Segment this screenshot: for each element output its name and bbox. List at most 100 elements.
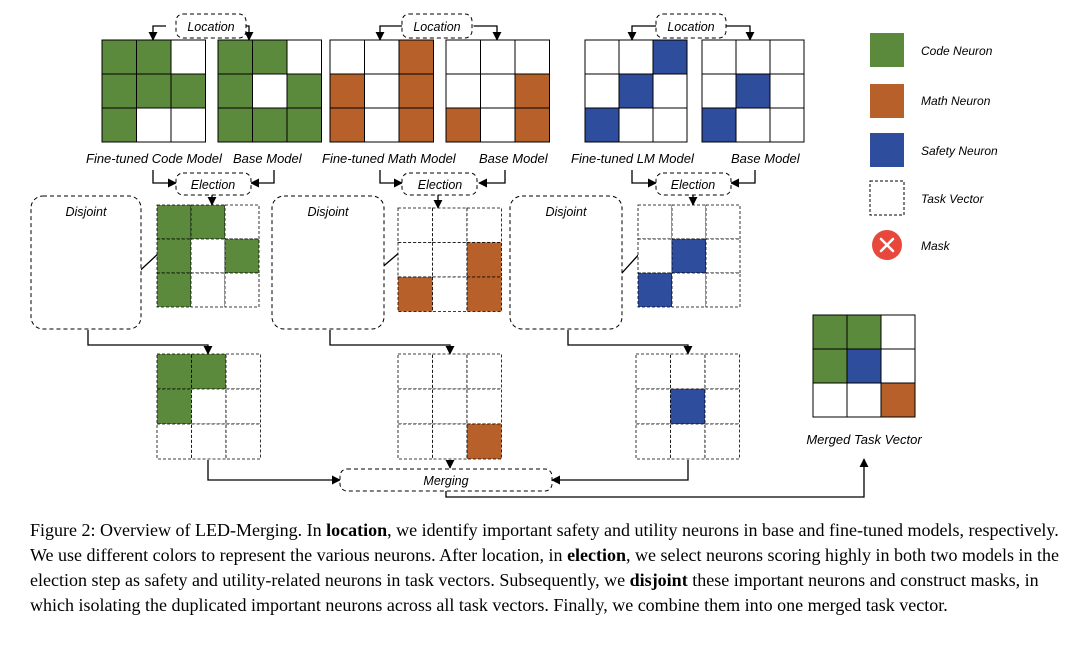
grid-cell-filled	[101, 107, 137, 143]
disjoint-title-code: Disjoint	[66, 205, 108, 219]
grid-cell	[637, 204, 673, 240]
grid-cell	[704, 353, 740, 390]
final-vector-lm	[635, 353, 740, 460]
grid-cell-filled	[329, 73, 365, 109]
grid-cell	[618, 107, 654, 143]
grid-cell	[225, 423, 261, 460]
neuron-grids	[35, 39, 916, 460]
grid-cell-filled	[637, 272, 673, 308]
location-box-code	[175, 13, 247, 39]
grid-cell	[432, 242, 468, 278]
grid-cell	[735, 39, 771, 75]
grid-cell-filled	[584, 107, 620, 143]
location-box-math-label: Location	[413, 20, 460, 34]
grid-cell	[364, 39, 400, 75]
caption-part-3: , we select neurons scoring highly in bo…	[30, 545, 1059, 590]
grid-cell-filled	[466, 242, 502, 278]
grid-cell-filled	[101, 73, 137, 109]
grid-cell-filled	[514, 73, 550, 109]
grid-cell	[190, 238, 226, 274]
grid-cell-filled	[252, 39, 288, 75]
grid-cell-filled	[156, 238, 192, 274]
grid-cell	[704, 423, 740, 460]
grid-cell	[136, 107, 172, 143]
legend-label-math: Math Neuron	[921, 94, 991, 108]
grid-cell	[432, 207, 468, 243]
grid-cell-filled	[735, 73, 771, 109]
caption-part-2: , we identify important safety and utili…	[30, 520, 1059, 565]
election-box-code-label: Election	[191, 178, 236, 192]
grid-cell-filled	[466, 423, 502, 460]
grid-cell	[480, 39, 516, 75]
legend-label-safety: Safety Neuron	[921, 144, 998, 158]
grid-cell	[480, 107, 516, 143]
grid-cell	[769, 107, 805, 143]
grid-cell-filled	[286, 73, 322, 109]
grid-cell	[880, 314, 916, 350]
caption-bold-disjoint: disjoint	[629, 570, 688, 590]
grid-cell-filled	[191, 353, 227, 390]
grid-cell	[880, 348, 916, 384]
grid-cell	[190, 272, 226, 308]
grid-ft-lm-model	[584, 39, 688, 143]
label-ft-math-model: Fine-tuned Math Model	[322, 151, 457, 166]
grid-cell-filled	[398, 39, 434, 75]
grid-cell	[432, 423, 468, 460]
final-vector-math	[397, 353, 502, 460]
grid-cell	[170, 107, 206, 143]
task-vector-math	[397, 207, 502, 312]
grid-cell	[652, 73, 688, 109]
grid-cell	[635, 388, 671, 425]
grid-cell-filled	[136, 39, 172, 75]
grid-cell	[705, 204, 741, 240]
grid-cell	[735, 107, 771, 143]
grid-cell-filled	[217, 73, 253, 109]
grid-cell-filled	[156, 353, 192, 390]
caption-part-1: Figure 2: Overview of LED-Merging. In	[30, 520, 327, 540]
legend-swatch-code	[870, 33, 904, 67]
connector-arrows	[87, 25, 869, 498]
grid-cell-filled	[880, 382, 916, 418]
grid-cell-filled	[156, 388, 192, 425]
legend-swatch-task-vector	[869, 180, 905, 216]
grid-cell	[670, 353, 706, 390]
grid-cell	[397, 353, 433, 390]
grid-ft-math-model	[329, 39, 434, 143]
grid-cell	[224, 204, 260, 240]
caption-bold-location: location	[326, 520, 388, 540]
grid-cell	[170, 39, 206, 75]
disjoint-box-math	[271, 195, 385, 330]
election-box-code	[175, 172, 252, 196]
grid-cell-filled	[101, 39, 137, 75]
grid-cell-filled	[217, 39, 253, 75]
figure-caption: Figure 2: Overview of LED-Merging. In lo…	[30, 518, 1060, 618]
grid-cell	[671, 272, 707, 308]
grid-cell-filled	[671, 238, 707, 274]
legend-label-mask: Mask	[921, 239, 951, 253]
grid-cell	[701, 39, 737, 75]
grid-cell-filled	[514, 107, 550, 143]
grid-cell	[432, 388, 468, 425]
caption-bold-election: election	[567, 545, 627, 565]
task-vector-code	[156, 204, 260, 308]
legend: Code Neuron Math Neuron Safety Neuron Ta…	[869, 33, 998, 260]
election-box-math-label: Election	[418, 178, 463, 192]
grid-cell	[224, 272, 260, 308]
grid-cell	[652, 107, 688, 143]
election-box-lm	[655, 172, 732, 196]
grid-cell	[397, 423, 433, 460]
legend-swatch-safety	[870, 133, 904, 167]
legend-swatch-math	[870, 84, 904, 118]
grid-cell	[466, 388, 502, 425]
election-box-lm-label: Election	[671, 178, 716, 192]
grid-cell	[846, 382, 882, 418]
grid-cell-filled	[445, 107, 481, 143]
grid-cell	[466, 353, 502, 390]
grid-cell-filled	[670, 388, 706, 425]
merging-box-label: Merging	[423, 474, 468, 488]
merging-box	[339, 468, 553, 492]
grid-cell-filled	[701, 107, 737, 143]
grid-base-model-lm	[701, 39, 805, 143]
label-ft-lm-model: Fine-tuned LM Model	[571, 151, 695, 166]
